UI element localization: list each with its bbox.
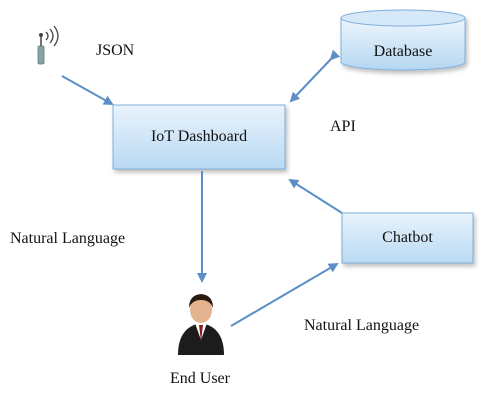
- json-edge-label: JSON: [96, 42, 135, 59]
- sensor-antenna-icon: [37, 25, 59, 65]
- arrow-chatbot-to-dashboard: [288, 178, 343, 214]
- arrow-sensor-to-dashboard: [61, 75, 114, 105]
- person-avatar-icon: [178, 294, 224, 355]
- database-node: [340, 9, 466, 71]
- dashboard-node: [112, 104, 286, 170]
- natural-language-label-left: Natural Language: [10, 230, 126, 247]
- api-edge-label: API: [330, 118, 356, 135]
- chatbot-node: [341, 212, 474, 264]
- natural-language-label-right: Natural Language: [304, 317, 420, 334]
- database-label: Database: [373, 43, 433, 60]
- chatbot-label: Chatbot: [382, 229, 433, 246]
- dashboard-label: IoT Dashboard: [150, 128, 248, 145]
- arrow-user-to-chatbot: [230, 262, 339, 327]
- arrow-database-dashboard: [289, 49, 341, 103]
- end-user-label: End User: [170, 370, 230, 387]
